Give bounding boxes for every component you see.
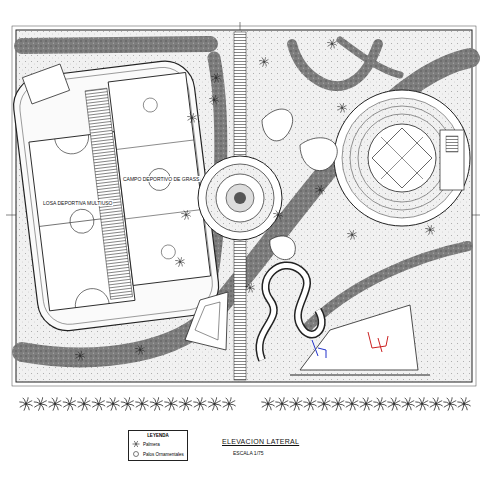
legend-symbol: [132, 450, 140, 458]
palm-tree: [208, 397, 221, 410]
legend-text: Palmera: [143, 442, 160, 447]
palm-tree: [106, 397, 119, 410]
legend-symbol: [132, 440, 140, 448]
palm-tree: [443, 397, 456, 410]
amphitheatre: [334, 90, 470, 226]
palm-tree: [92, 397, 105, 410]
palm-tree: [261, 397, 274, 410]
legend-text: Palos Ornamentales: [143, 452, 184, 457]
palm-tree: [289, 397, 302, 410]
palm-tree: [181, 210, 191, 220]
garden-beds: [262, 109, 337, 260]
palm-tree: [187, 113, 197, 123]
palm-tree: [211, 73, 221, 83]
palm-tree: [150, 397, 163, 410]
play-equipment: [368, 332, 388, 352]
palm-tree: [457, 397, 470, 410]
sports-complex: [10, 58, 222, 334]
area-name: CAMPO DEPORTIVO DE GRASS: [122, 176, 200, 182]
palm-tree: [429, 397, 442, 410]
play-area: [185, 292, 228, 350]
palm-tree: [275, 397, 288, 410]
palm-tree: [259, 57, 269, 67]
palm-tree: [315, 185, 325, 195]
palm-tree: [179, 397, 192, 410]
area-name: LOSA DEPORTIVA MULTIUSO: [42, 200, 113, 206]
palm-tree: [222, 397, 235, 410]
service-building: [22, 64, 69, 104]
palm-tree: [373, 397, 386, 410]
palm-tree: [19, 397, 32, 410]
palm-tree: [401, 397, 414, 410]
palm-tree: [135, 345, 145, 355]
palm-tree: [303, 397, 316, 410]
serpentine-path: [259, 265, 321, 360]
palm-tree: [175, 257, 185, 267]
play-equipment: [312, 340, 326, 358]
palm-tree: [164, 397, 177, 410]
palm-tree: [327, 39, 337, 49]
palm-tree: [359, 397, 372, 410]
palm-tree: [34, 397, 47, 410]
scale-note: ESCALA 1/75: [232, 450, 265, 456]
palm-tree: [345, 397, 358, 410]
legend-heading: LEYENDA: [132, 433, 184, 438]
palm-tree: [75, 351, 85, 361]
palm-tree: [63, 397, 76, 410]
palm-tree: [387, 397, 400, 410]
legend-row: Palmera: [132, 440, 184, 448]
palm-tree: [415, 397, 428, 410]
palm-tree: [48, 397, 61, 410]
palm-tree: [425, 225, 435, 235]
palm-tree: [317, 397, 330, 410]
playground: [300, 305, 418, 370]
drawing-title: ELEVACION LATERAL: [222, 438, 299, 445]
legend-row: Palos Ornamentales: [132, 450, 184, 458]
palm-tree: [245, 283, 255, 293]
central-plaza: [198, 156, 282, 240]
palm-tree: [77, 397, 90, 410]
fence: [290, 374, 430, 375]
palm-tree: [209, 95, 219, 105]
palm-tree: [331, 397, 344, 410]
palm-tree: [135, 397, 148, 410]
palm-tree: [121, 397, 134, 410]
palm-tree: [273, 210, 283, 220]
palm-tree: [337, 103, 347, 113]
palm-tree: [193, 397, 206, 410]
palm-tree: [347, 230, 357, 240]
palm-trees: [19, 39, 470, 410]
legend-box: LEYENDA PalmeraPalos Ornamentales: [128, 430, 188, 461]
